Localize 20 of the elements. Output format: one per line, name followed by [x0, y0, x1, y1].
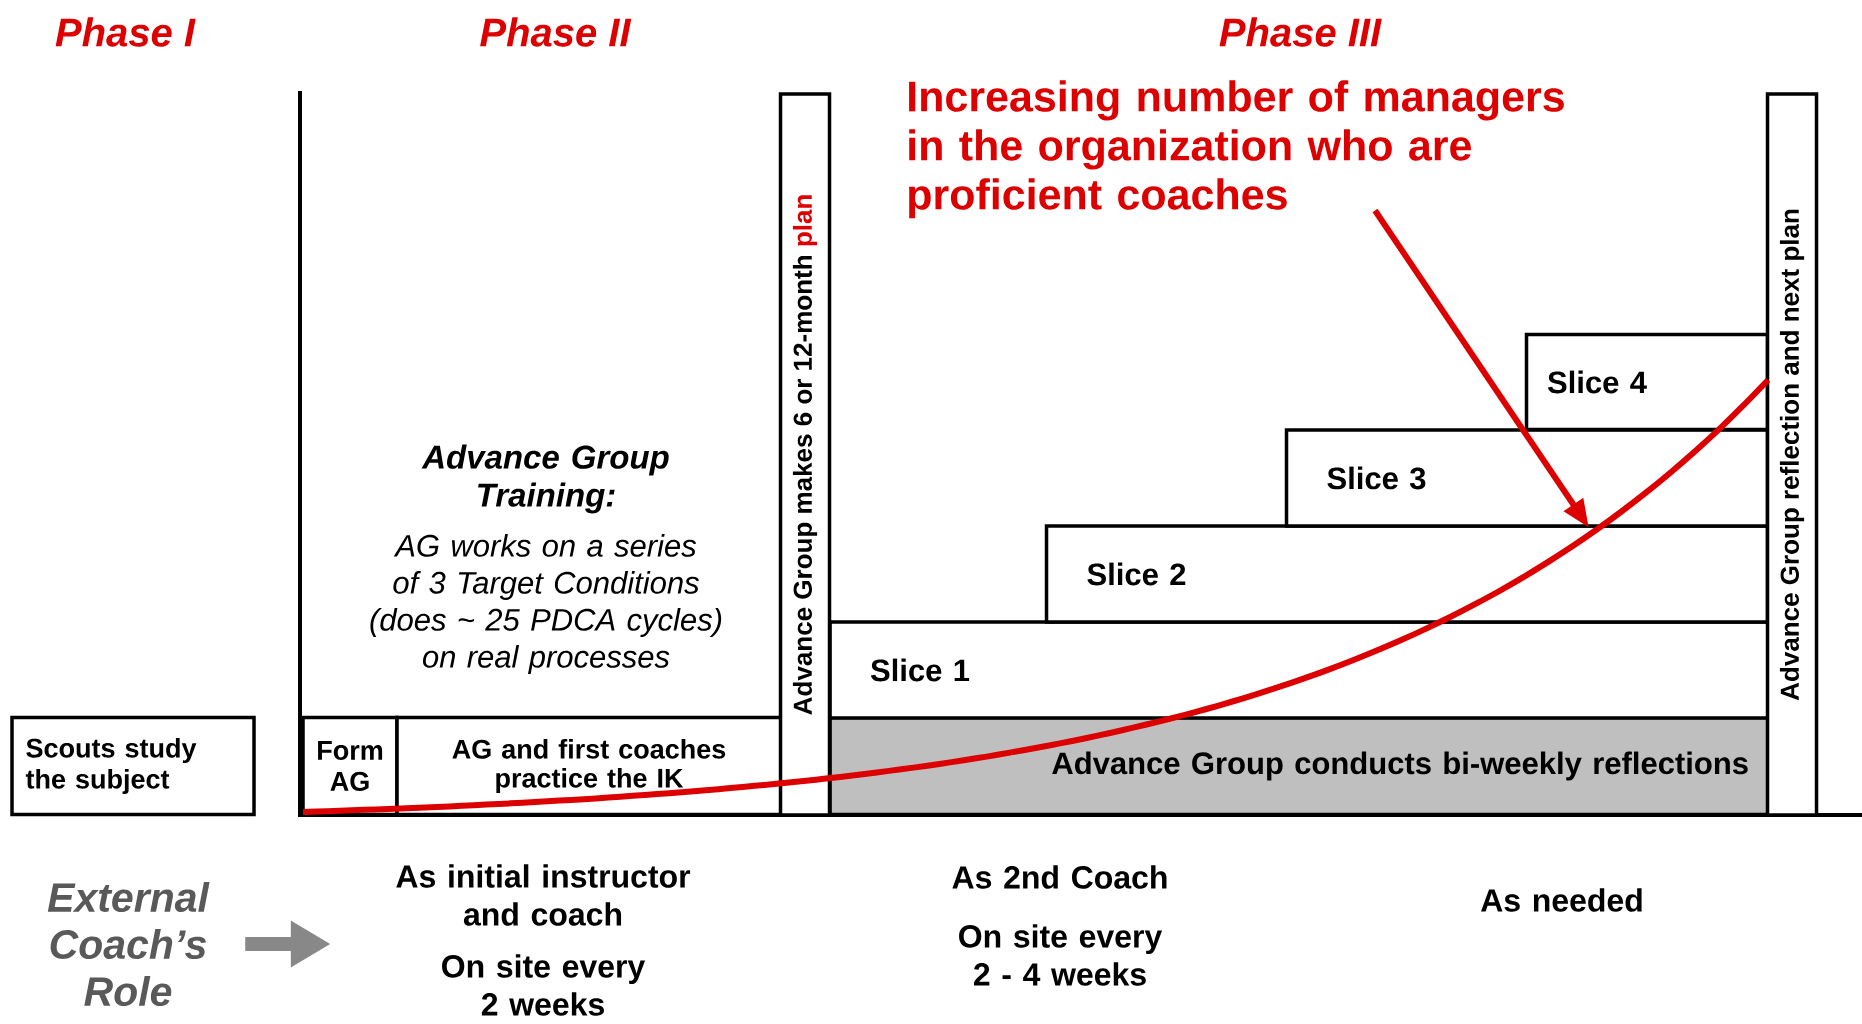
role-text: On site every 2 - 4 weeks: [959, 924, 1163, 986]
phase-heading: Phase II: [480, 17, 632, 47]
role-text: As needed: [1481, 888, 1642, 912]
plan-box: Advance Group reflection and next plan: [1765, 92, 1819, 817]
role-text: As 2nd Coach: [952, 865, 1167, 889]
heading-text: Increasing number of managers in the organization who are proficient coaches: [909, 80, 1564, 219]
process-box: Form AG: [301, 715, 399, 817]
role-text: As initial instructor and coach: [396, 864, 691, 926]
slice-box: Slice 3: [1284, 428, 1770, 528]
phase-heading: Phase I: [55, 17, 196, 47]
slice-box: Slice 2: [1044, 524, 1770, 624]
process-box: Scouts study the subject: [10, 715, 256, 817]
training-text: AG works on a series of 3 Target Conditions (does ~ 25 PDCA cycles) on real processes: [370, 534, 722, 674]
role-text: On site every 2 weeks: [442, 954, 646, 1016]
plan-box: Advance Group makes 6 or 12-month plan: [778, 92, 832, 817]
role-heading: External Coach’s Role: [47, 881, 210, 1007]
slice-box: Slice 4: [1524, 332, 1770, 432]
training-heading: Advance Group Training:: [421, 444, 669, 514]
phase-heading: Phase III: [1219, 17, 1382, 47]
reflection-band: Advance Group conducts bi-weekly reflections: [828, 715, 1770, 817]
